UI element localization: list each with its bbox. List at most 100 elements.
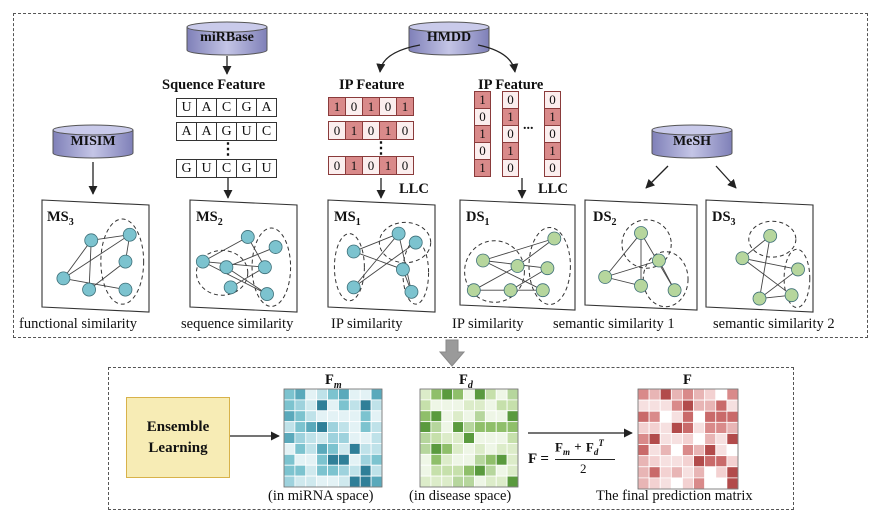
matrix-fm-cell — [294, 399, 307, 412]
matrix-layer — [283, 388, 739, 490]
graph-ds3-node — [763, 228, 778, 243]
matrix-fd-cell — [506, 443, 519, 455]
formula-denominator: 2 — [580, 461, 587, 476]
matrix-fm-cell — [283, 464, 296, 477]
matrix-fd — [419, 388, 519, 488]
mirbase-database-icon-body — [186, 27, 268, 56]
graph-title-ds2: DS2 — [593, 209, 617, 228]
graph-title-ms1: MS1 — [334, 209, 361, 228]
matrix-f-cell — [726, 399, 739, 412]
db-mesh-label: MeSH — [672, 134, 712, 149]
seq-cell: A — [196, 122, 217, 141]
matrix-f-cell — [704, 433, 717, 445]
matrix-f-cell — [670, 444, 683, 457]
matrix-fm-cell — [338, 432, 350, 444]
graph-ms3-cluster-outline — [100, 218, 145, 305]
matrix-f-cell — [693, 444, 706, 457]
matrix-fm-cell — [316, 410, 328, 423]
arrow-mesh-ds3 — [715, 165, 737, 189]
ip-feature-d-method: LLC — [538, 181, 568, 197]
matrix-fd-cell — [452, 410, 464, 423]
matrix-fd-cell — [441, 432, 454, 444]
caption-functional-similarity: functional similarity — [19, 316, 137, 332]
matrix-fd-cell — [474, 475, 486, 488]
matrix-fm-cell — [370, 464, 383, 477]
sequence-ellipsis: ⋮ — [220, 141, 236, 158]
formula-lhs: F = — [528, 451, 549, 467]
matrix-fd-cell — [474, 399, 486, 412]
formula-numerator: Fm + FdT — [555, 438, 604, 457]
graph-ms1-node — [346, 244, 361, 259]
matrix-f-cell — [726, 444, 739, 457]
matrix-fd-cell — [506, 453, 519, 466]
sequence-feature-title: Squence Feature — [162, 77, 266, 93]
mirbase-database-icon — [186, 21, 268, 56]
sequence-row-1: U A C G A — [176, 98, 277, 117]
matrix-fd-cell — [452, 443, 464, 455]
matrix-f-cell — [637, 433, 650, 445]
matrix-fd-cell — [484, 443, 497, 455]
matrix-fd-cell — [441, 410, 454, 423]
matrix-fm-cell — [283, 388, 296, 401]
matrix-fd-cell — [419, 475, 432, 488]
matrix-fd-cell — [484, 388, 497, 401]
matrix-fd-cell — [495, 399, 508, 412]
graph-ms2-node — [219, 260, 234, 275]
matrix-fm-cell — [305, 399, 318, 412]
graph-ds1-edge — [473, 265, 518, 291]
matrix-f-cell — [693, 433, 706, 445]
matrix-f-cell — [648, 444, 661, 457]
ip-cell: 1 — [544, 108, 561, 126]
graph-ds1-node — [476, 253, 490, 268]
ip-cell: 0 — [544, 125, 561, 143]
ip-cell: 0 — [502, 125, 519, 143]
seq-cell: A — [176, 122, 197, 141]
ip-cell: 0 — [362, 121, 380, 140]
matrix-fm-cell — [294, 453, 307, 466]
matrix-fd-cell — [463, 443, 475, 455]
matrix-f-cell — [704, 388, 717, 401]
matrix-fd-cell — [452, 432, 464, 444]
matrix-fd-cell — [506, 464, 519, 477]
matrix-fd-cell — [484, 399, 497, 412]
seq-cell: G — [236, 159, 257, 178]
matrix-f-cell — [715, 399, 728, 412]
graph-ms2-node — [223, 280, 238, 295]
graph-ms1-edge — [398, 233, 412, 292]
ip-cell: 0 — [328, 121, 346, 140]
graph-ms3-edge — [88, 240, 92, 290]
matrix-fm-cell — [327, 453, 339, 466]
matrix-fm-cell — [359, 421, 372, 433]
bottom-panel — [108, 367, 794, 510]
caption-final-prediction: The final prediction matrix — [596, 488, 753, 504]
graph-ds2-edge — [604, 232, 642, 278]
matrix-fd-cell — [441, 464, 454, 477]
matrix-fd-cell — [441, 453, 454, 466]
caption-mirna-space: (in miRNA space) — [268, 488, 374, 504]
seq-cell: C — [216, 98, 237, 117]
matrix-fm-cell — [316, 399, 328, 412]
matrix-fm-cell — [294, 432, 307, 444]
matrix-fm-cell — [294, 475, 307, 488]
graph-ds2-cluster-outline — [621, 219, 672, 269]
graph-ms1-edge — [353, 242, 417, 288]
ip-cell: 0 — [396, 156, 414, 175]
matrix-fm-border — [283, 388, 383, 488]
matrix-fd-cell — [463, 453, 475, 466]
matrix-fd-cell — [463, 432, 475, 444]
matrix-fd-cell — [484, 453, 497, 466]
matrix-fm-cell — [338, 399, 350, 412]
matrix-fm-cell — [294, 443, 307, 455]
matrix-fm-cell — [338, 421, 350, 433]
ip-cell: 1 — [345, 121, 363, 140]
matrix-f-cell — [682, 466, 694, 479]
matrix-f-cell — [693, 421, 706, 434]
matrix-f-cell — [715, 455, 728, 468]
matrix-fd-cell — [506, 432, 519, 444]
mesh-database-icon-body — [651, 130, 733, 159]
arrows-layer — [52, 21, 737, 441]
formula-fraction-bar — [555, 459, 615, 461]
matrix-f-cell — [637, 388, 650, 401]
matrix-fd-cell — [419, 421, 432, 433]
